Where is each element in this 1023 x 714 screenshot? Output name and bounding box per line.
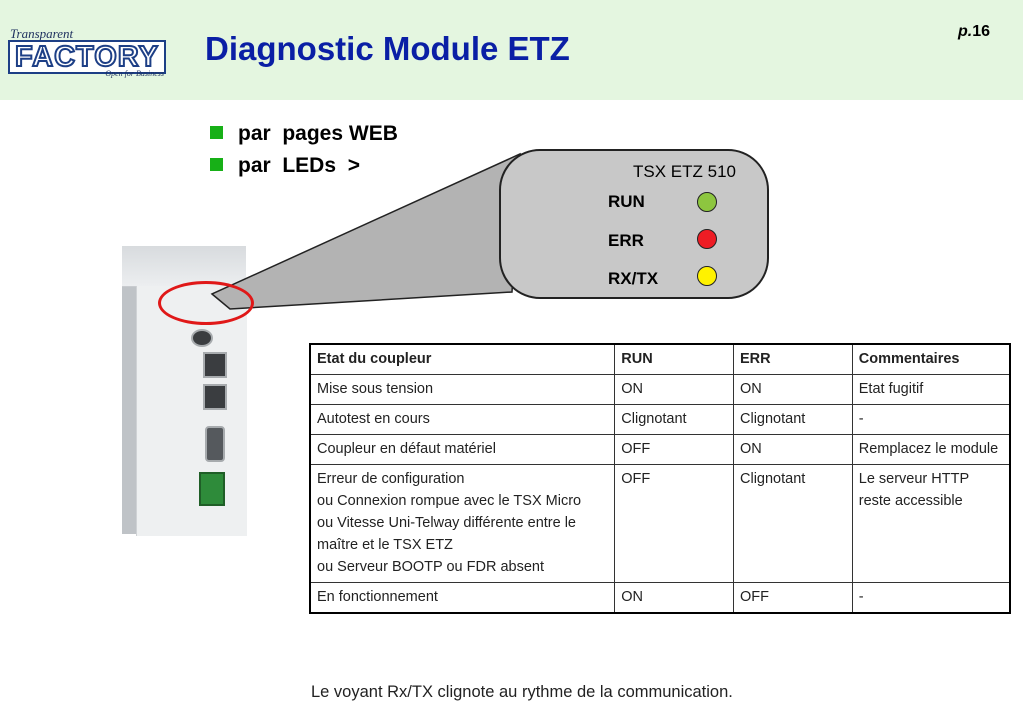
page-number-value: 16 — [972, 23, 991, 40]
column-header: RUN — [614, 343, 735, 375]
led-label-run: RUN — [608, 192, 645, 211]
cell-err: Clignotant — [733, 464, 853, 583]
cell-etat: Autotest en cours — [309, 404, 616, 435]
ethernet-port-icon — [203, 384, 227, 410]
bullet-list: par pages WEB par LEDs > — [210, 122, 398, 186]
cell-run: ON — [614, 582, 735, 614]
module-side — [122, 252, 136, 534]
module-front — [136, 286, 247, 536]
bullet-square-icon — [210, 158, 223, 171]
slide-header — [0, 0, 1023, 100]
cell-etat: Mise sous tension — [309, 374, 616, 405]
bullet-square-icon — [210, 126, 223, 139]
logo-top-text: Transparent — [10, 26, 74, 41]
bullet-text: par LEDs > — [238, 154, 360, 177]
led-run-icon — [697, 192, 717, 212]
cell-err: ON — [733, 434, 853, 465]
led-label-rxtx: RX/TX — [608, 269, 659, 288]
transparent-factory-logo: Transparent FACTORY Open for Business — [8, 26, 168, 80]
led-panel — [499, 149, 769, 299]
cell-etat: Coupleur en défaut matériel — [309, 434, 616, 465]
highlight-ring — [158, 281, 254, 325]
led-rxtx-icon — [697, 266, 717, 286]
cell-etat: En fonctionnement — [309, 582, 616, 614]
cell-comment: - — [851, 404, 1011, 435]
table-row: Erreur de configuration ou Connexion rom… — [309, 464, 1011, 583]
cell-comment: Etat fugitif — [851, 374, 1011, 405]
slide-title: Diagnostic Module ETZ — [205, 30, 570, 67]
column-header: Etat du coupleur — [309, 343, 616, 375]
cell-err: ON — [733, 374, 853, 405]
serial-port-icon — [205, 426, 225, 462]
page-prefix: p. — [958, 23, 973, 40]
bullet-item: par LEDs > — [210, 154, 398, 186]
led-label-err: ERR — [608, 231, 644, 250]
page-number: p.16 — [958, 23, 990, 41]
round-connector-icon — [191, 329, 213, 347]
cell-comment: - — [851, 582, 1011, 614]
cell-run: OFF — [614, 464, 735, 583]
cell-comment: Remplacez le module — [851, 434, 1011, 465]
panel-model: TSX ETZ 510 — [633, 162, 736, 181]
caption-text: Le voyant Rx/TX clignote au rythme de la… — [311, 683, 733, 701]
cell-err: Clignotant — [733, 404, 853, 435]
table-header-row: Etat du coupleur RUN ERR Commentaires — [309, 343, 1011, 375]
logo-sub-text: Open for Business — [105, 69, 164, 78]
ethernet-port-icon — [203, 352, 227, 378]
callout-wedge — [210, 152, 521, 310]
cell-run: ON — [614, 374, 735, 405]
terminal-block-icon — [199, 472, 225, 506]
led-status-table: Etat du coupleur RUN ERR Commentaires Mi… — [309, 343, 1011, 614]
logo-frame — [8, 40, 166, 74]
cell-err: OFF — [733, 582, 853, 614]
cell-run: OFF — [614, 434, 735, 465]
cell-comment: Le serveur HTTP reste accessible — [851, 464, 1011, 583]
cell-etat: Erreur de configuration ou Connexion rom… — [309, 464, 616, 583]
cell-run: Clignotant — [614, 404, 735, 435]
module-illustration — [122, 246, 247, 536]
column-header: ERR — [733, 343, 853, 375]
bullet-text: par pages WEB — [238, 122, 398, 145]
logo-main-text: FACTORY — [14, 40, 159, 74]
bullet-item: par pages WEB — [210, 122, 398, 154]
led-err-icon — [697, 229, 717, 249]
column-header: Commentaires — [851, 343, 1011, 375]
